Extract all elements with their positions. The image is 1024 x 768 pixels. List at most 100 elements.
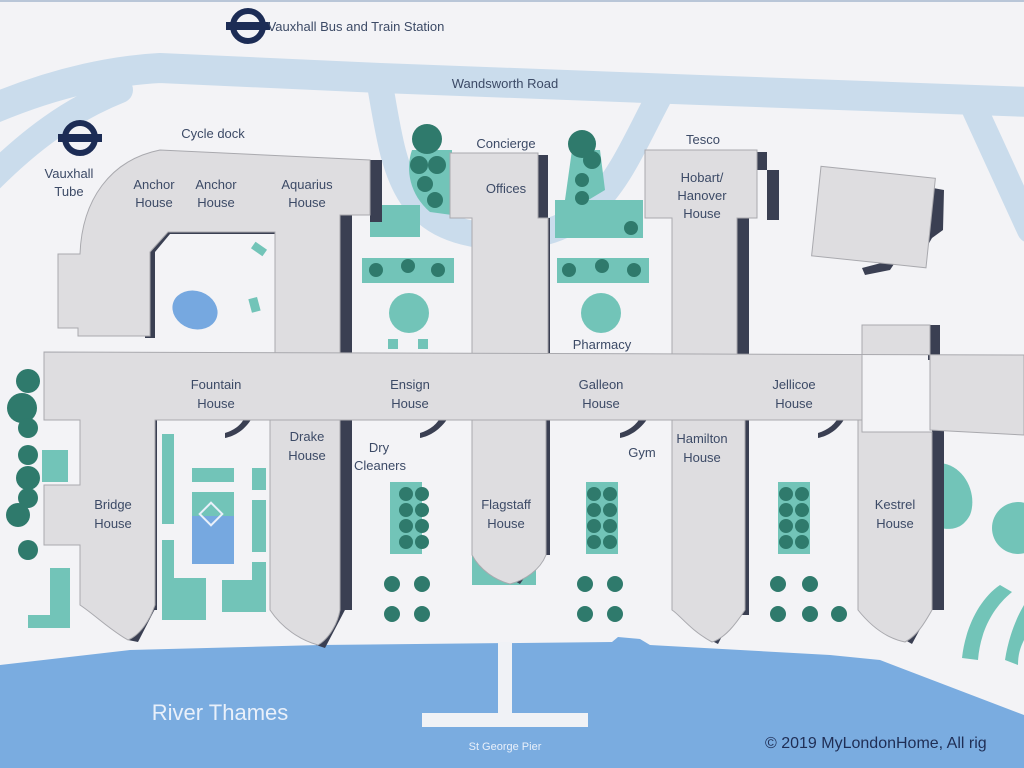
tree-icon [384, 606, 400, 622]
tree-icon [779, 503, 793, 517]
label-jellicoe-a[interactable]: Jellicoe [772, 377, 815, 392]
tree-icon [399, 535, 413, 549]
label-anchor-house-2a[interactable]: Anchor [195, 177, 237, 192]
tree-icon [795, 503, 809, 517]
tree-icon [414, 606, 430, 622]
label-dry-cleaners-1: Dry [369, 440, 390, 455]
label-drake-a[interactable]: Drake [290, 429, 325, 444]
tree-icon [587, 519, 601, 533]
tree-icon [802, 606, 818, 622]
underground-roundel-icon [226, 8, 270, 44]
label-jellicoe-b[interactable]: House [775, 396, 813, 411]
label-galleon-a[interactable]: Galleon [579, 377, 624, 392]
left-road-branch [0, 77, 133, 189]
tree-icon [16, 466, 40, 490]
tree-icon [568, 130, 596, 158]
tree-icon [575, 173, 589, 187]
label-kestrel-b[interactable]: House [876, 516, 914, 531]
label-kestrel-a[interactable]: Kestrel [875, 497, 916, 512]
label-flagstaff-b[interactable]: House [487, 516, 525, 531]
label-hobart-b[interactable]: Hanover [677, 188, 727, 203]
tree-icon [802, 576, 818, 592]
tree-icon [607, 606, 623, 622]
tree-icon [431, 263, 445, 277]
tree-icon [384, 576, 400, 592]
label-river-thames: River Thames [152, 700, 289, 725]
tree-icon [410, 156, 428, 174]
label-concierge: Concierge [476, 136, 535, 151]
tree-icon [18, 445, 38, 465]
label-flagstaff-a[interactable]: Flagstaff [481, 497, 531, 512]
label-gym: Gym [628, 445, 655, 460]
right-road-branch [962, 97, 1024, 242]
tree-icon [415, 503, 429, 517]
tree-icon [369, 263, 383, 277]
tree-icon [770, 576, 786, 592]
label-ensign-a[interactable]: Ensign [390, 377, 430, 392]
label-aquarius-house-b[interactable]: House [288, 195, 326, 210]
label-galleon-b[interactable]: House [582, 396, 620, 411]
tree-icon [18, 418, 38, 438]
station-label: Vauxhall Bus and Train Station [268, 19, 445, 34]
fountain-diamond [198, 501, 224, 527]
building-anchor-aquarius [57, 149, 371, 356]
building-labels: Anchor House Anchor House Aquarius House… [94, 170, 915, 531]
label-dry-cleaners-2: Cleaners [354, 458, 407, 473]
tree-icon [6, 503, 30, 527]
label-hamilton-b[interactable]: House [683, 450, 721, 465]
buildings [43, 149, 1024, 646]
label-ensign-b[interactable]: House [391, 396, 429, 411]
tree-icon [415, 519, 429, 533]
tree-icon [779, 487, 793, 501]
tree-icon [795, 535, 809, 549]
label-st-george-pier: St George Pier [469, 741, 542, 753]
label-anchor-house-1b[interactable]: House [135, 195, 173, 210]
underground-roundel-icon [58, 120, 102, 156]
tree-icon [587, 535, 601, 549]
label-fountain-a[interactable]: Fountain [191, 377, 242, 392]
tree-icon [18, 488, 38, 508]
label-tesco: Tesco [686, 132, 720, 147]
tree-icon [624, 221, 638, 235]
tree-icon [427, 192, 443, 208]
tree-icon [414, 576, 430, 592]
tree-icon [415, 535, 429, 549]
road-label-wandsworth: Wandsworth Road [452, 76, 558, 91]
tree-icon [603, 503, 617, 517]
tree-icon [603, 519, 617, 533]
tree-icon [399, 503, 413, 517]
pond [172, 290, 218, 330]
tree-icon [562, 263, 576, 277]
vauxhall-tube[interactable]: Vauxhall Tube [45, 120, 102, 199]
tree-icon [412, 124, 442, 154]
label-hobart-a[interactable]: Hobart/ [681, 170, 724, 185]
label-drake-b[interactable]: House [288, 448, 326, 463]
tree-icon [587, 487, 601, 501]
label-fountain-b[interactable]: House [197, 396, 235, 411]
label-bridge-a[interactable]: Bridge [94, 497, 132, 512]
bus-train-station[interactable]: Vauxhall Bus and Train Station [226, 8, 445, 44]
st-george-pier [422, 642, 588, 727]
label-cycle-dock: Cycle dock [181, 126, 245, 141]
tube-label-line1: Vauxhall [45, 166, 94, 181]
label-aquarius-house-a[interactable]: Aquarius [281, 177, 333, 192]
label-hamilton-a[interactable]: Hamilton [676, 431, 727, 446]
tree-icon [603, 535, 617, 549]
tree-icon [779, 519, 793, 533]
building-annex [811, 165, 936, 269]
label-anchor-house-1a[interactable]: Anchor [133, 177, 175, 192]
tree-icon [583, 151, 601, 169]
tree-icon [399, 519, 413, 533]
main-spine [43, 324, 1024, 646]
tree-icon [401, 259, 415, 273]
label-anchor-house-2b[interactable]: House [197, 195, 235, 210]
tree-icon [7, 393, 37, 423]
tree-icon [577, 576, 593, 592]
tree-icon [779, 535, 793, 549]
label-bridge-b[interactable]: House [94, 516, 132, 531]
label-hobart-c[interactable]: House [683, 206, 721, 221]
tree-icon [795, 487, 809, 501]
tree-icon [428, 156, 446, 174]
tree-icon [795, 519, 809, 533]
